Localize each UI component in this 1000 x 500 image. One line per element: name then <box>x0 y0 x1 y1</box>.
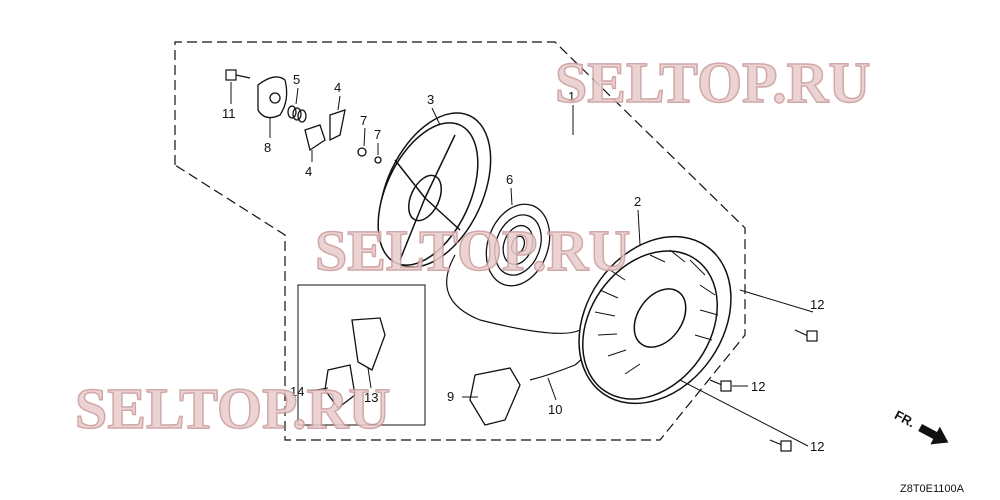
callout-9: 9 <box>447 389 454 404</box>
callout-6: 6 <box>506 172 513 187</box>
spring-7b <box>374 156 382 164</box>
callout-5: 5 <box>293 72 300 87</box>
ratchet-4a <box>329 109 346 142</box>
front-direction-indicator: FR. <box>892 407 949 445</box>
recoil-case-2 <box>578 235 732 405</box>
reel-pulley-3 <box>377 112 492 268</box>
bolt-11 <box>225 69 251 81</box>
handle-subassembly-box <box>297 284 426 426</box>
leader-lines <box>230 82 814 447</box>
callout-7a: 7 <box>360 113 367 128</box>
assembly-boundary <box>174 41 746 441</box>
grip-14 <box>324 364 356 409</box>
flange-bolt-12a <box>794 329 818 342</box>
watermark-bottom: SELTOP.RU <box>75 376 390 441</box>
ratchet-4b <box>304 124 326 152</box>
callout-13: 13 <box>364 390 378 405</box>
callout-12b: 12 <box>751 379 765 394</box>
callout-7b: 7 <box>374 127 381 142</box>
flange-bolt-12b <box>709 379 732 392</box>
callout-12a: 12 <box>810 297 824 312</box>
front-label: FR. <box>892 407 918 430</box>
callout-8: 8 <box>264 140 271 155</box>
figure-code: Z8T0E1100A <box>900 483 965 495</box>
spring-5 <box>287 105 307 123</box>
callout-4b: 4 <box>305 164 312 179</box>
watermark-top: SELTOP.RU <box>555 50 870 115</box>
flange-bolt-12c <box>769 439 792 452</box>
callout-3: 3 <box>427 92 434 107</box>
callout-14: 14 <box>290 384 304 399</box>
starter-rope-10 <box>446 254 590 381</box>
callout-1: 1 <box>568 89 575 104</box>
starter-grip-9 <box>469 367 521 426</box>
callout-4a: 4 <box>334 80 341 95</box>
friction-plate-8 <box>257 76 288 119</box>
callout-10: 10 <box>548 402 562 417</box>
callout-11: 11 <box>222 106 236 121</box>
spiral-spring-6 <box>485 203 551 287</box>
callout-12c: 12 <box>810 439 824 454</box>
watermark-middle: SELTOP.RU <box>315 218 630 283</box>
front-arrow-icon <box>918 423 949 445</box>
callout-2: 2 <box>634 194 641 209</box>
spring-7a <box>357 147 367 157</box>
case-slots <box>594 249 719 375</box>
handle-13 <box>351 317 386 371</box>
